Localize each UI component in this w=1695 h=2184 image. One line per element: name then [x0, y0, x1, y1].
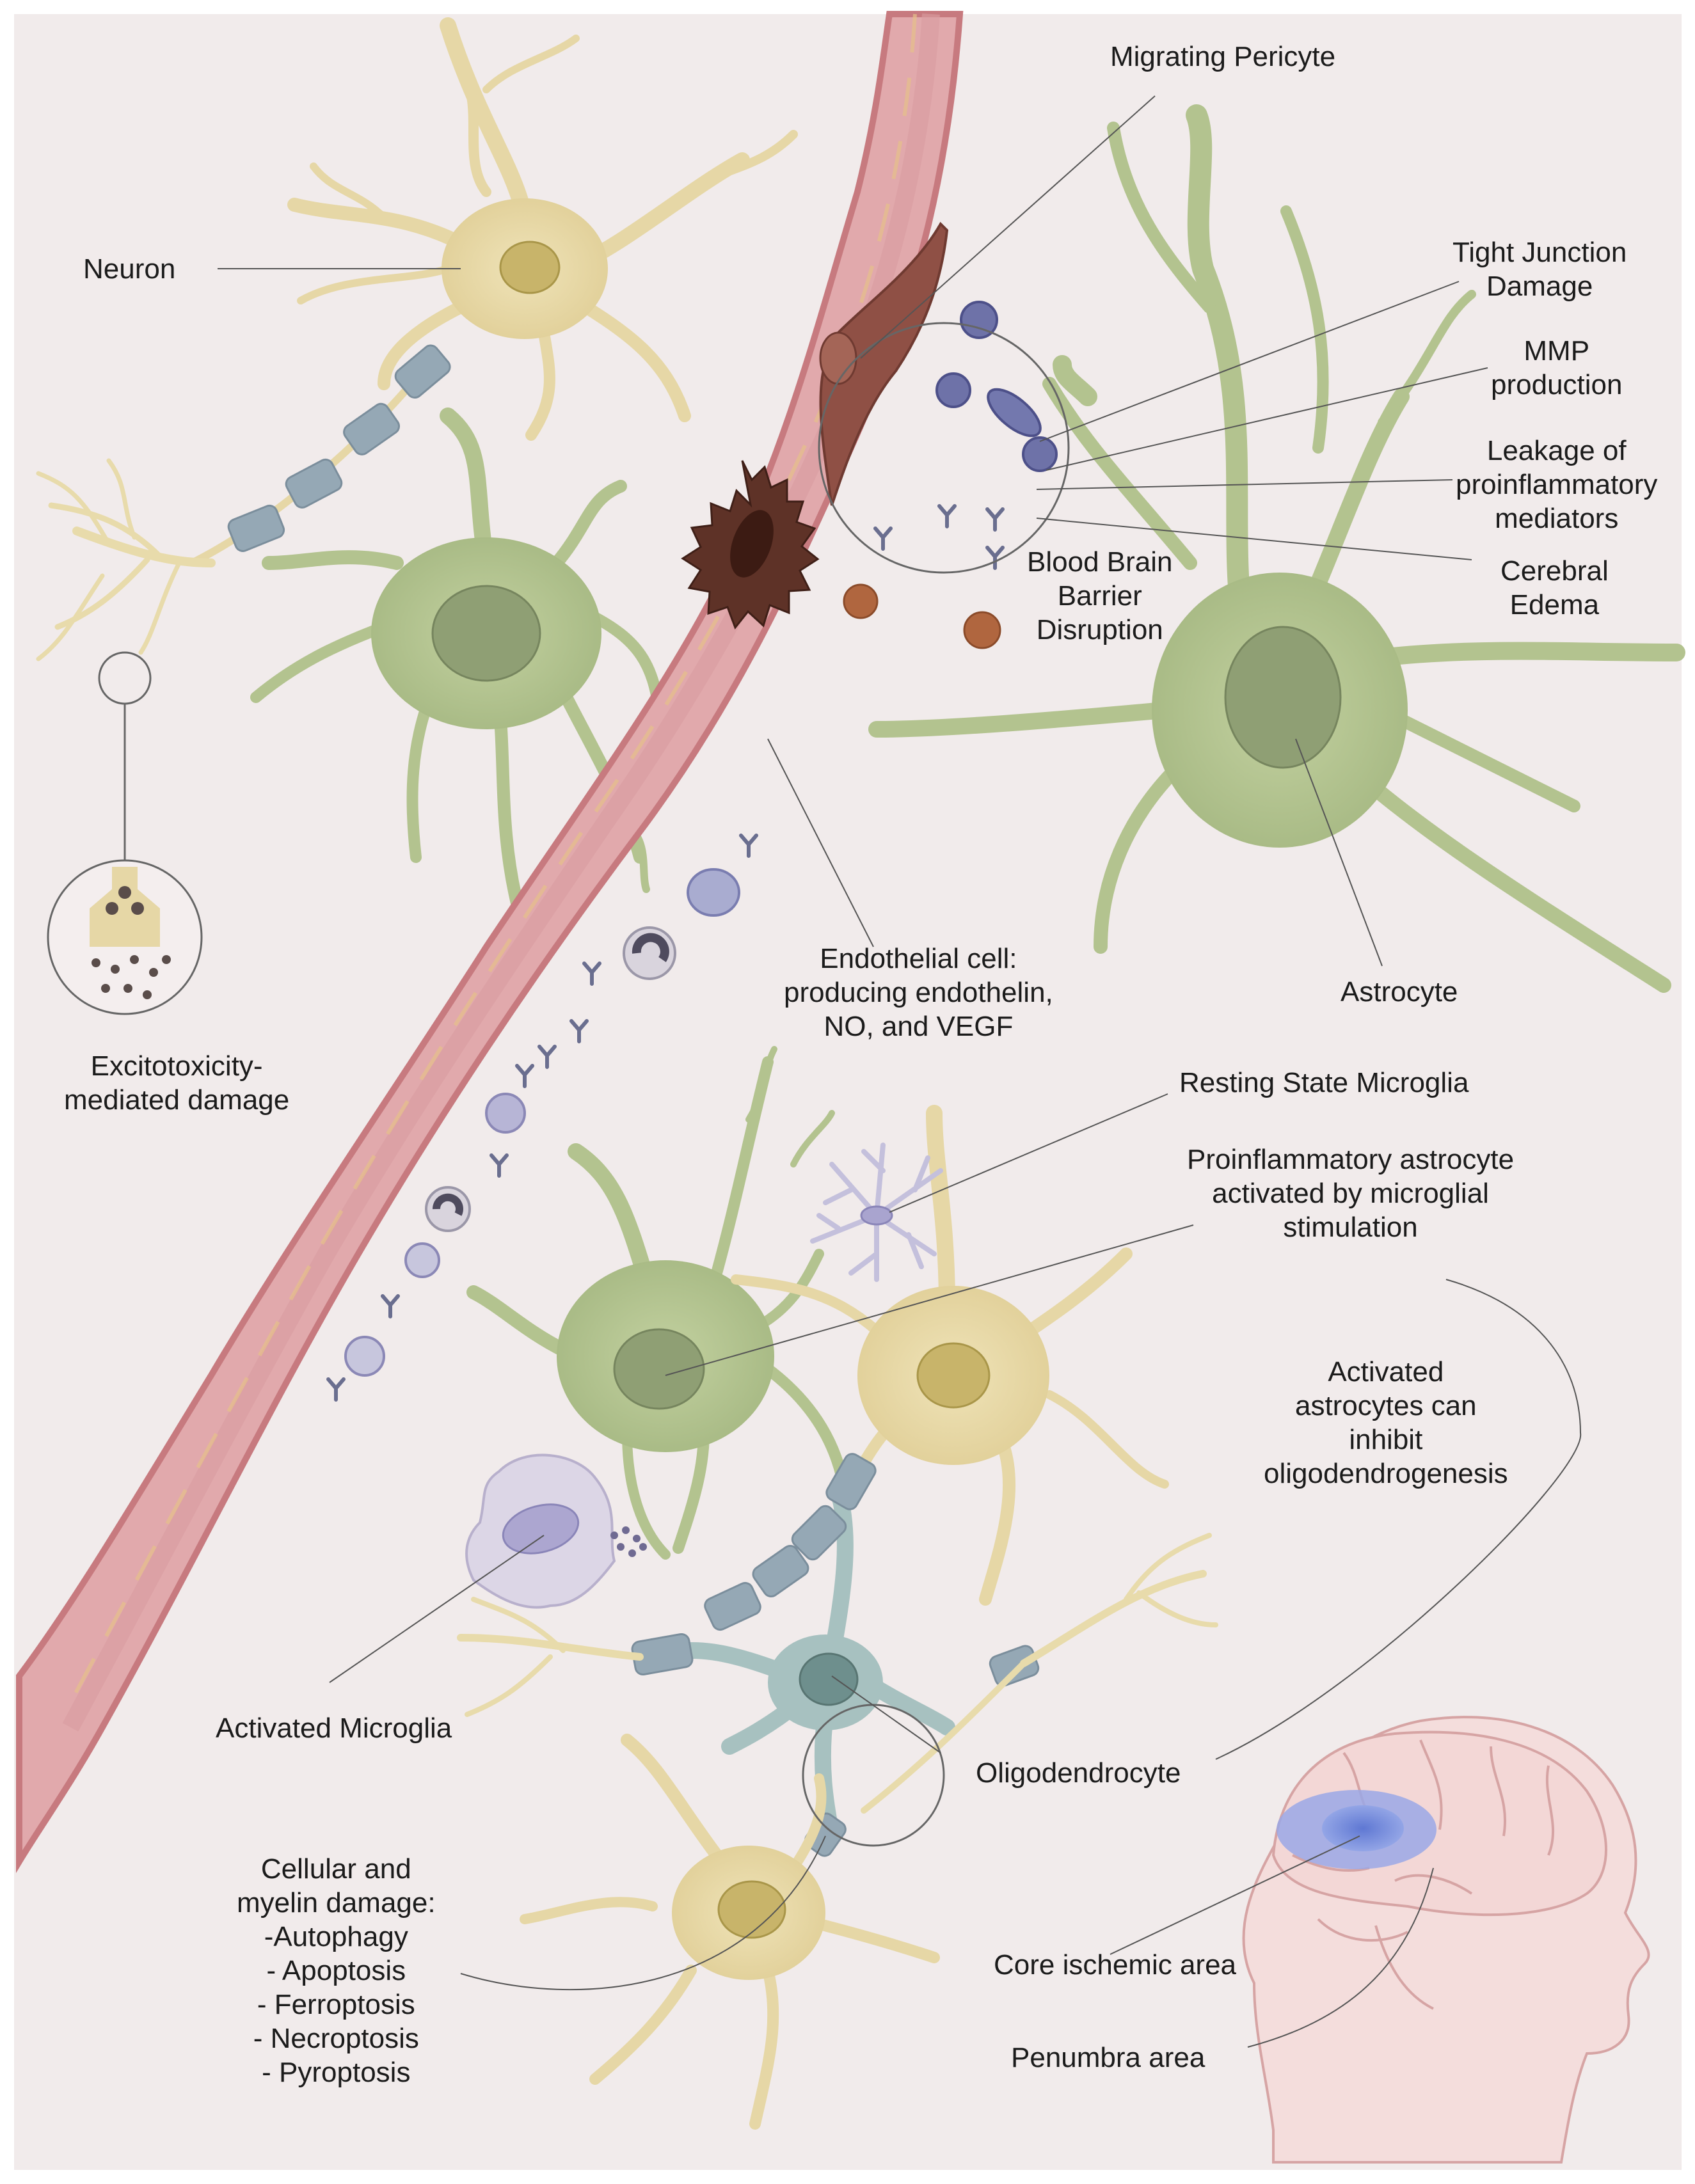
label-excitotoxicity: Excitotoxicity- mediated damage [64, 1050, 290, 1116]
label-penumbra-area: Penumbra area [1011, 2042, 1206, 2073]
excitotoxicity-inset [47, 651, 203, 1015]
label-neuron: Neuron [83, 253, 176, 285]
label-endothelial-cell: Endothelial cell: producing endothelin, … [784, 943, 1053, 1042]
astrocyte-proinflammatory [466, 1046, 850, 1560]
dendrite-tree-lower [457, 1533, 1218, 1814]
label-activated-microglia: Activated Microglia [216, 1713, 452, 1744]
label-proinflammatory-astrocyte: Proinflammatory astrocyte activated by m… [1187, 1144, 1515, 1243]
label-leakage-mediators: Leakage of proinflammatory mediators [1456, 435, 1658, 534]
necrotic-nucleus [730, 510, 774, 578]
label-oligodendrocyte: Oligodendrocyte [976, 1757, 1181, 1789]
label-resting-microglia: Resting State Microglia [1179, 1067, 1469, 1098]
label-core-ischemic-area: Core ischemic area [994, 1949, 1237, 1981]
label-astrocyte: Astrocyte [1341, 976, 1458, 1008]
label-bbb-disruption: Blood Brain Barrier Disruption [1027, 546, 1173, 645]
antibodies [326, 504, 1005, 1402]
activated-microglia [465, 1453, 647, 1609]
label-mmp-production: MMP production [1491, 335, 1623, 400]
brain-head-silhouette [1242, 1716, 1650, 2164]
label-cerebral-edema: Cerebral Edema [1500, 555, 1609, 621]
label-tight-junction-damage: Tight Junction Damage [1452, 237, 1627, 302]
blood-cells [344, 301, 1058, 1377]
bbb-disruption-circle [818, 322, 1070, 574]
astrocyte-left [250, 408, 665, 915]
label-activated-astrocytes: Activated astrocytes can inhibit oligode… [1264, 1356, 1508, 1489]
neuron-bottom [520, 1734, 940, 2130]
leader-lines [218, 95, 1582, 2048]
resting-microglia [810, 1143, 943, 1282]
label-cellular-myelin-damage: Cellular and myelin damage: -Autophagy -… [237, 1853, 436, 2088]
myelinated-axon-top [190, 344, 451, 567]
label-migrating-pericyte: Migrating Pericyte [1110, 41, 1336, 72]
migrating-pericyte [819, 221, 949, 506]
core-ischemic-area [1322, 1805, 1404, 1851]
pericyte-nucleus [819, 331, 857, 385]
neuron-top [287, 17, 798, 441]
astrocyte-right [868, 104, 1685, 993]
dendrite-tree-left [36, 458, 216, 661]
